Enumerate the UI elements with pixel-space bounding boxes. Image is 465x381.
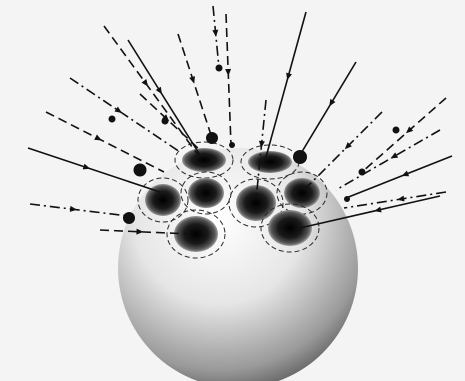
crater-core bbox=[188, 178, 224, 208]
target-sphere bbox=[118, 148, 358, 381]
particle-dot bbox=[123, 212, 135, 224]
particle-dot bbox=[344, 196, 350, 202]
crater-core bbox=[248, 151, 292, 173]
particle-dot bbox=[359, 169, 366, 176]
crater-core bbox=[284, 178, 320, 208]
particle-dot bbox=[162, 118, 169, 125]
crater-core bbox=[174, 216, 218, 252]
particle-dot bbox=[134, 164, 147, 177]
particle-dot bbox=[293, 150, 307, 164]
particle-dot bbox=[393, 127, 400, 134]
particle-dot bbox=[109, 116, 116, 123]
particle-dot bbox=[229, 142, 235, 148]
crater-core bbox=[182, 148, 226, 172]
particle-dot bbox=[216, 65, 223, 72]
crater-core bbox=[268, 210, 312, 246]
particle-dot bbox=[206, 132, 218, 144]
crater-core bbox=[236, 185, 276, 221]
